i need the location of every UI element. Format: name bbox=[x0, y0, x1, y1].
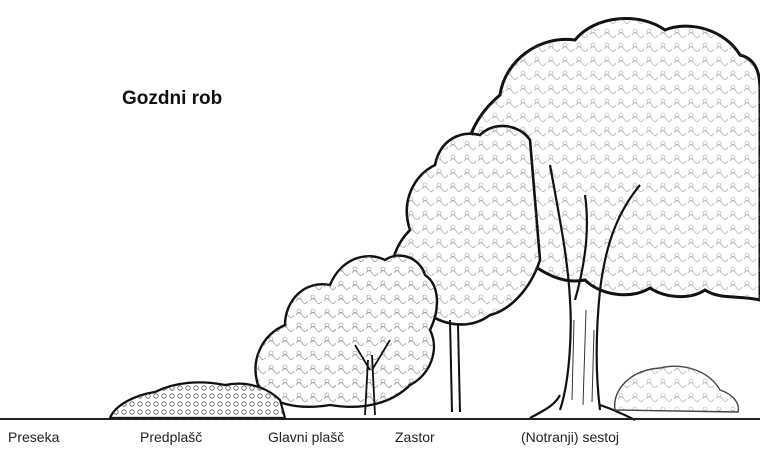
zone-label-sestoj: (Notranji) sestoj bbox=[521, 429, 619, 445]
zone-label-glavni-plasc: Glavni plašč bbox=[268, 429, 344, 445]
zone-label-zastor: Zastor bbox=[395, 429, 435, 445]
understory-shrubs bbox=[615, 366, 739, 412]
zone-label-predplasc: Predplašč bbox=[140, 429, 202, 445]
main-mantle-shrubs bbox=[256, 256, 437, 415]
zone-label-preseka: Preseka bbox=[8, 429, 59, 445]
diagram-title: Gozdni rob bbox=[122, 88, 222, 110]
pre-mantle-shrubs bbox=[110, 382, 285, 418]
